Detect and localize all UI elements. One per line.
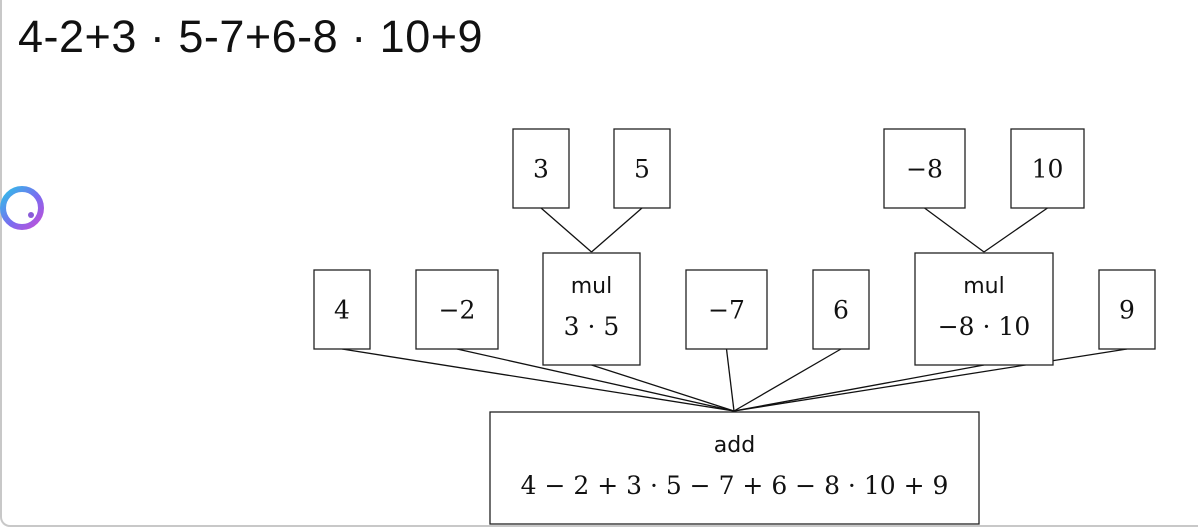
node-operator-label: mul: [963, 274, 1005, 299]
node-box: [914, 252, 1054, 366]
edge-mul2-nm8: [924, 207, 985, 253]
tree-node-n4: 4: [313, 269, 371, 350]
node-operator-label: mul: [571, 274, 613, 299]
node-box: [489, 411, 980, 525]
node-box: [1010, 128, 1085, 209]
circular-loading-spinner-icon: [0, 186, 44, 230]
node-value: 3: [533, 155, 549, 184]
expression-title: 4-2+3 · 5-7+6-8 · 10+9: [18, 11, 484, 62]
node-value: 3 · 5: [564, 312, 620, 341]
tree-node-mul2: mul −8 · 10: [914, 252, 1054, 366]
node-box: [415, 269, 499, 350]
node-box: [542, 252, 641, 366]
tree-node-n5: 5: [613, 128, 671, 209]
node-value: −8: [906, 155, 943, 184]
node-value: −8 · 10: [938, 312, 1031, 341]
edge-add-nm7: [725, 348, 735, 412]
node-value: −2: [439, 296, 476, 325]
node-value: 10: [1032, 155, 1064, 184]
tree-node-nm2: −2: [415, 269, 499, 350]
node-value: 4 − 2 + 3 · 5 − 7 + 6 − 8 · 10 + 9: [521, 471, 949, 500]
tree-edges: [341, 207, 1128, 412]
edge-add-nm2: [456, 348, 735, 412]
node-box: [512, 128, 570, 209]
node-operator-label: add: [714, 433, 755, 458]
node-value: −7: [708, 296, 745, 325]
node-value: 4: [334, 296, 350, 325]
tree-node-n3: 3: [512, 128, 570, 209]
edge-add-mul1: [591, 364, 735, 412]
node-value: 5: [634, 155, 650, 184]
tree-node-nm7: −7: [685, 269, 768, 350]
edge-add-n4: [341, 348, 735, 412]
tree-node-mul1: mul 3 · 5: [542, 252, 641, 366]
node-box: [812, 269, 870, 350]
node-box: [685, 269, 768, 350]
tree-node-n9: 9: [1098, 269, 1156, 350]
node-box: [313, 269, 371, 350]
tree-node-n6: 6: [812, 269, 870, 350]
node-box: [613, 128, 671, 209]
edge-add-n9: [733, 348, 1128, 412]
tree-nodes: add 4 − 2 + 3 · 5 − 7 + 6 − 8 · 10 + 9 4 −2…: [313, 128, 1156, 525]
tree-node-add: add 4 − 2 + 3 · 5 − 7 + 6 − 8 · 10 + 9: [489, 411, 980, 525]
tree-node-n10: 10: [1010, 128, 1085, 209]
edge-mul2-n10: [983, 207, 1048, 253]
tree-node-nm8: −8: [883, 128, 966, 209]
edge-add-mul2: [733, 364, 985, 412]
edge-add-n6: [733, 348, 842, 412]
node-value: 9: [1119, 296, 1135, 325]
node-box: [1098, 269, 1156, 350]
edge-mul1-n5: [591, 207, 643, 253]
edge-mul1-n3: [540, 207, 592, 253]
node-value: 6: [833, 296, 849, 325]
node-box: [883, 128, 966, 209]
